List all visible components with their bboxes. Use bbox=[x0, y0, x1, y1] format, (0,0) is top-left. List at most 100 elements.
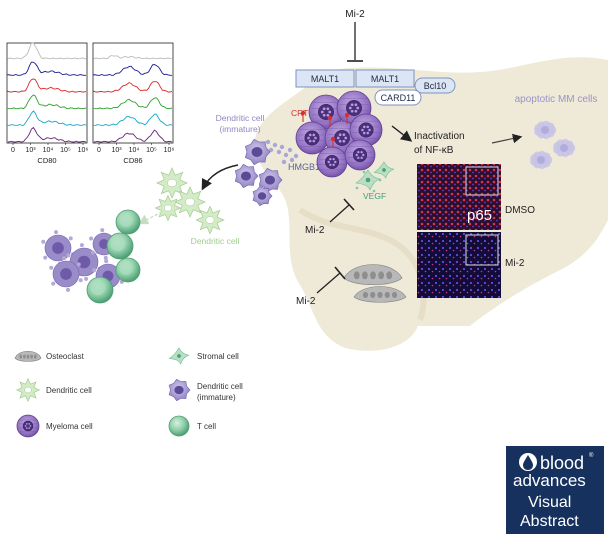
apoptotic-cell bbox=[553, 138, 576, 158]
immature-dc-nucleus bbox=[174, 385, 184, 395]
vegf-dot bbox=[372, 189, 376, 193]
immature-dendritic-cell bbox=[258, 167, 283, 193]
myeloma-cell-chromatin bbox=[24, 425, 27, 427]
malt1-card11-bcl10-complex: MALT1 MALT1 Bcl10 CARD11 bbox=[295, 69, 456, 106]
legend-item-1: Osteoclast bbox=[14, 350, 85, 362]
malt1-label-a: MALT1 bbox=[311, 74, 339, 84]
osteoclast-nucleus bbox=[26, 354, 30, 359]
bcl10-pill bbox=[414, 77, 456, 94]
mi2-vegf-tbar bbox=[343, 198, 355, 211]
legend-item-4: Dendritic cell(immature) bbox=[168, 378, 243, 402]
vegf-label: VEGF bbox=[363, 191, 386, 201]
flow-tick-label: 10⁴ bbox=[129, 147, 140, 154]
crt-marker-head bbox=[344, 112, 350, 118]
card11-label: CARD11 bbox=[381, 93, 416, 103]
myeloma-cell bbox=[295, 121, 329, 155]
legend-item-3: Dendritic cell bbox=[15, 377, 92, 403]
targeted-myeloma-nucleus bbox=[60, 268, 72, 280]
immature-dc-nucleus bbox=[240, 171, 252, 181]
hmgb1-dot bbox=[281, 159, 287, 165]
mi2-osteoclast-inhibition: Mi-2 bbox=[296, 266, 346, 307]
t-cell-icon bbox=[168, 415, 190, 437]
legend-label: Myeloma cell bbox=[46, 422, 93, 431]
stromal-icon-shape bbox=[168, 347, 190, 365]
myeloma-cell-nucleus bbox=[324, 154, 340, 170]
myeloma-cell-chromatin bbox=[362, 125, 366, 129]
mi2-top-inhibition: Mi-2 bbox=[345, 9, 365, 62]
myeloma-cell-chromatin bbox=[355, 153, 358, 157]
immature-dendritic-cell bbox=[244, 138, 271, 166]
myeloma-cell-cluster bbox=[295, 90, 383, 178]
myeloma-cell-chromatin bbox=[329, 163, 332, 167]
targeted-myeloma-bleb bbox=[89, 236, 94, 241]
mi2-osteoclast-line bbox=[316, 272, 341, 294]
legend-item-6: T cell bbox=[168, 415, 216, 437]
targeted-myeloma-bleb bbox=[104, 259, 109, 264]
legend-item-5: Myeloma cell bbox=[16, 414, 93, 438]
myeloma-cell-chromatin bbox=[354, 103, 358, 107]
hmgb1-dot bbox=[276, 149, 282, 155]
apoptotic-cell bbox=[534, 120, 557, 140]
myeloma-cell-nucleus bbox=[358, 122, 374, 138]
flow-tick-label: 0 bbox=[97, 147, 101, 154]
malt1-box-a bbox=[295, 69, 355, 88]
mature-dc-nucleus bbox=[205, 216, 215, 224]
myeloma-cell-nucleus bbox=[346, 100, 362, 116]
t-cell-nucleus bbox=[90, 280, 106, 296]
targeted-myeloma-bleb bbox=[66, 253, 71, 258]
myeloma-cell-chromatin bbox=[308, 133, 312, 137]
myeloma-cell-chromatin bbox=[332, 163, 335, 167]
t-cell-nucleus bbox=[119, 261, 133, 275]
flow-tick-label: 0 bbox=[11, 147, 15, 154]
myeloma-cell-chromatin bbox=[336, 136, 340, 140]
osteoclast-nucleus bbox=[33, 354, 37, 359]
mature-dendritic-cell bbox=[195, 205, 225, 235]
targeted-myeloma-bleb bbox=[90, 250, 95, 255]
malt1-label-b: MALT1 bbox=[371, 74, 399, 84]
flow-panel-frame bbox=[6, 42, 88, 144]
osteoclast bbox=[343, 264, 403, 285]
apoptosis-arrow bbox=[491, 133, 523, 144]
immature-dc-nucleus bbox=[251, 147, 263, 157]
flow-tick-label: 10⁴ bbox=[43, 147, 54, 154]
crt-label: CRT bbox=[291, 108, 308, 118]
legend-label: Stromal cell bbox=[197, 352, 239, 361]
myeloma-cell bbox=[316, 146, 348, 178]
mature-dendritic-cells bbox=[154, 167, 225, 235]
p65-label: p65 bbox=[467, 207, 492, 224]
osteoclast bbox=[353, 286, 407, 303]
myeloma-cell-chromatin bbox=[360, 150, 363, 154]
myeloma-cell-chromatin bbox=[322, 107, 326, 111]
hmgb1-dot bbox=[279, 144, 285, 150]
microscopy-mi2-inset bbox=[465, 234, 499, 266]
flow-tick-label: 10⁶ bbox=[78, 147, 89, 154]
osteoclasts bbox=[343, 264, 407, 303]
osteoclast-nucleus bbox=[30, 354, 33, 359]
myeloma-cell-chromatin bbox=[307, 136, 310, 140]
osteoclast-nucleus bbox=[23, 354, 26, 359]
mi2-panel-label: Mi-2 bbox=[505, 258, 525, 269]
legend-label-line2: (immature) bbox=[197, 393, 236, 402]
osteoclast-nucleus bbox=[370, 271, 376, 280]
apoptotic-cell bbox=[530, 150, 553, 170]
hmgb1-dot bbox=[272, 142, 278, 148]
vegf-dot bbox=[355, 186, 359, 190]
flow-histogram-trace bbox=[7, 42, 86, 60]
osteoclast-nucleus bbox=[384, 291, 390, 298]
myeloma-cell-chromatin bbox=[357, 156, 360, 160]
flow-panel-frame bbox=[92, 42, 174, 144]
apoptotic-label: apoptotic MM cells bbox=[515, 94, 598, 105]
myeloma-icon-shape bbox=[16, 414, 40, 438]
targeted-myeloma-bleb bbox=[51, 281, 56, 286]
mature-dendritic-cell bbox=[174, 186, 206, 218]
targeted-myeloma-bleb bbox=[103, 255, 108, 260]
myeloma-cell-nucleus bbox=[22, 420, 34, 432]
myeloma-cell-chromatin bbox=[326, 113, 330, 117]
hmgb1-label: HMGB1 bbox=[288, 162, 320, 172]
myeloma-cell-icon bbox=[16, 414, 40, 438]
blood-advances-logo: blood ® advances Visual Abstract bbox=[506, 446, 604, 534]
hmgb1-dot bbox=[293, 153, 299, 159]
